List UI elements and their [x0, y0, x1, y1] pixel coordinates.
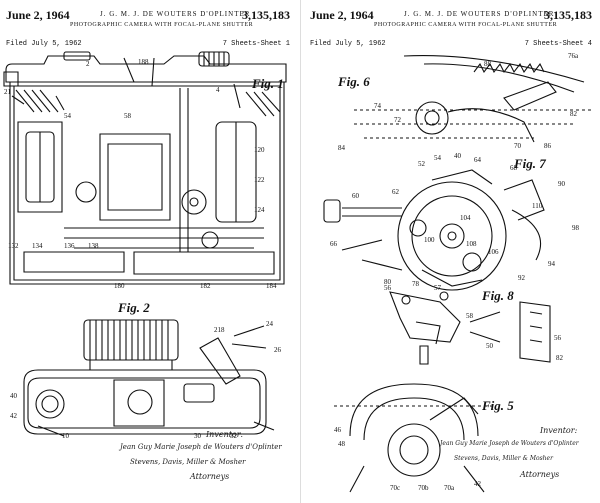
svg-text:70: 70 [514, 142, 522, 150]
attorney-label: Attorneys [190, 472, 230, 481]
svg-text:86: 86 [544, 142, 552, 150]
svg-text:100: 100 [424, 236, 435, 244]
svg-text:78: 78 [412, 280, 420, 288]
patent-number: 3,135,183 [242, 8, 290, 22]
inventor-name: J. G. M. J. DE WOUTERS D'OPLINTER [100, 10, 251, 18]
svg-text:70b: 70b [418, 484, 429, 492]
fig5-label: Fig. 5 [482, 398, 514, 413]
svg-text:68: 68 [510, 164, 518, 172]
attorney-signature: Stevens, Davis, Miller & Mosher [454, 455, 553, 462]
inventor-signature: Jean Guy Marie Joseph de Wouters d'Oplin… [440, 440, 579, 447]
filed-date: Filed July 5, 1962 [6, 40, 82, 48]
svg-text:108: 108 [466, 240, 477, 248]
svg-text:182: 182 [200, 282, 211, 290]
svg-text:26: 26 [274, 346, 282, 354]
svg-text:124: 124 [254, 206, 265, 214]
svg-text:218: 218 [214, 326, 225, 334]
fig8-drawing: 56 57 58 50 82 56 [384, 284, 564, 372]
svg-text:110: 110 [532, 202, 543, 210]
svg-text:180: 180 [114, 282, 125, 290]
inventor-name: J. G. M. J. DE WOUTERS D'OPLINTER [404, 10, 555, 18]
svg-text:90: 90 [558, 180, 566, 188]
svg-text:138: 138 [88, 242, 99, 250]
patent-date: June 2, 1964 [310, 8, 374, 22]
svg-text:74: 74 [374, 102, 382, 110]
svg-text:46: 46 [334, 426, 342, 434]
svg-text:50: 50 [486, 342, 494, 350]
sheet-count: 7 Sheets-Sheet 1 [222, 40, 290, 48]
svg-text:4: 4 [216, 86, 220, 94]
svg-text:70c: 70c [390, 484, 400, 492]
svg-text:40: 40 [10, 392, 18, 400]
svg-text:134: 134 [32, 242, 43, 250]
svg-text:2: 2 [86, 60, 90, 68]
svg-text:184: 184 [266, 282, 277, 290]
patent-sheet-1: June 2, 1964 J. G. M. J. DE WOUTERS D'OP… [0, 0, 298, 503]
svg-text:92: 92 [518, 274, 526, 282]
svg-text:82: 82 [556, 354, 564, 362]
svg-text:82: 82 [570, 110, 578, 118]
svg-text:98: 98 [572, 224, 580, 232]
patent-sheet-4: June 2, 1964 J. G. M. J. DE WOUTERS D'OP… [304, 0, 600, 503]
svg-text:42: 42 [10, 412, 18, 420]
svg-text:122: 122 [254, 176, 265, 184]
fig6-drawing: 76a 88 74 72 70 86 84 82 [338, 52, 600, 152]
svg-text:66: 66 [330, 240, 338, 248]
attorney-label: Attorneys [520, 470, 560, 479]
svg-text:76a: 76a [568, 52, 579, 60]
fig7-label: Fig. 7 [514, 156, 546, 171]
inventor-signature: Jean Guy Marie Joseph de Wouters d'Oplin… [120, 443, 282, 451]
svg-text:24: 24 [266, 320, 274, 328]
fig2-label: Fig. 2 [118, 300, 150, 315]
svg-text:88: 88 [484, 60, 492, 68]
sheet-count: 7 Sheets-Sheet 4 [524, 40, 592, 48]
fig8-label: Fig. 8 [482, 288, 514, 303]
svg-text:21: 21 [4, 88, 12, 96]
svg-text:72: 72 [394, 116, 402, 124]
svg-text:56: 56 [554, 334, 562, 342]
svg-text:54: 54 [434, 154, 442, 162]
svg-text:32: 32 [230, 432, 238, 440]
svg-text:52: 52 [418, 160, 426, 168]
fig1-label: Fig. 1 [252, 76, 284, 91]
inventor-label: Inventor: [206, 430, 244, 439]
svg-text:84: 84 [338, 144, 346, 152]
patent-date: June 2, 1964 [6, 8, 70, 22]
svg-text:132: 132 [8, 242, 19, 250]
svg-text:106: 106 [488, 248, 499, 256]
svg-text:57: 57 [434, 284, 442, 292]
svg-text:58: 58 [466, 312, 474, 320]
svg-text:60: 60 [352, 192, 360, 200]
patent-title: PHOTOGRAPHIC CAMERA WITH FOCAL-PLANE SHU… [70, 22, 254, 28]
svg-text:64: 64 [474, 156, 482, 164]
svg-text:40: 40 [454, 152, 462, 160]
svg-text:30: 30 [194, 432, 202, 440]
svg-text:120: 120 [254, 146, 265, 154]
filed-date: Filed July 5, 1962 [310, 40, 386, 48]
svg-text:54: 54 [64, 112, 72, 120]
svg-text:136: 136 [64, 242, 75, 250]
fig7-drawing: 52 54 40 64 68 90 110 98 94 92 60 62 66 100 104… [322, 152, 580, 290]
svg-text:56: 56 [384, 284, 392, 292]
svg-text:188: 188 [138, 58, 149, 66]
svg-text:48: 48 [338, 440, 346, 448]
fig1-drawing: 21 2 188 4 132 134 136 138 180 182 184 120 122… [4, 52, 294, 290]
patent-number: 3,135,183 [544, 8, 592, 22]
svg-text:42: 42 [474, 480, 482, 488]
svg-text:70a: 70a [444, 484, 455, 492]
attorney-signature: Stevens, Davis, Miller & Mosher [130, 458, 246, 466]
sheet-divider [300, 0, 301, 503]
svg-text:80: 80 [384, 278, 392, 286]
fig2-drawing: 218 24 26 40 42 10 30 32 [10, 318, 282, 440]
svg-text:94: 94 [548, 260, 556, 268]
svg-text:58: 58 [124, 112, 132, 120]
svg-text:62: 62 [392, 188, 400, 196]
inventor-label: Inventor: [540, 426, 578, 435]
patent-title: PHOTOGRAPHIC CAMERA WITH FOCAL-PLANE SHU… [374, 22, 558, 28]
fig6-label: Fig. 6 [338, 74, 370, 89]
svg-text:10: 10 [62, 432, 70, 440]
fig5-drawing: 46 48 70c 70b 70a 42 [334, 376, 504, 496]
svg-text:104: 104 [460, 214, 471, 222]
